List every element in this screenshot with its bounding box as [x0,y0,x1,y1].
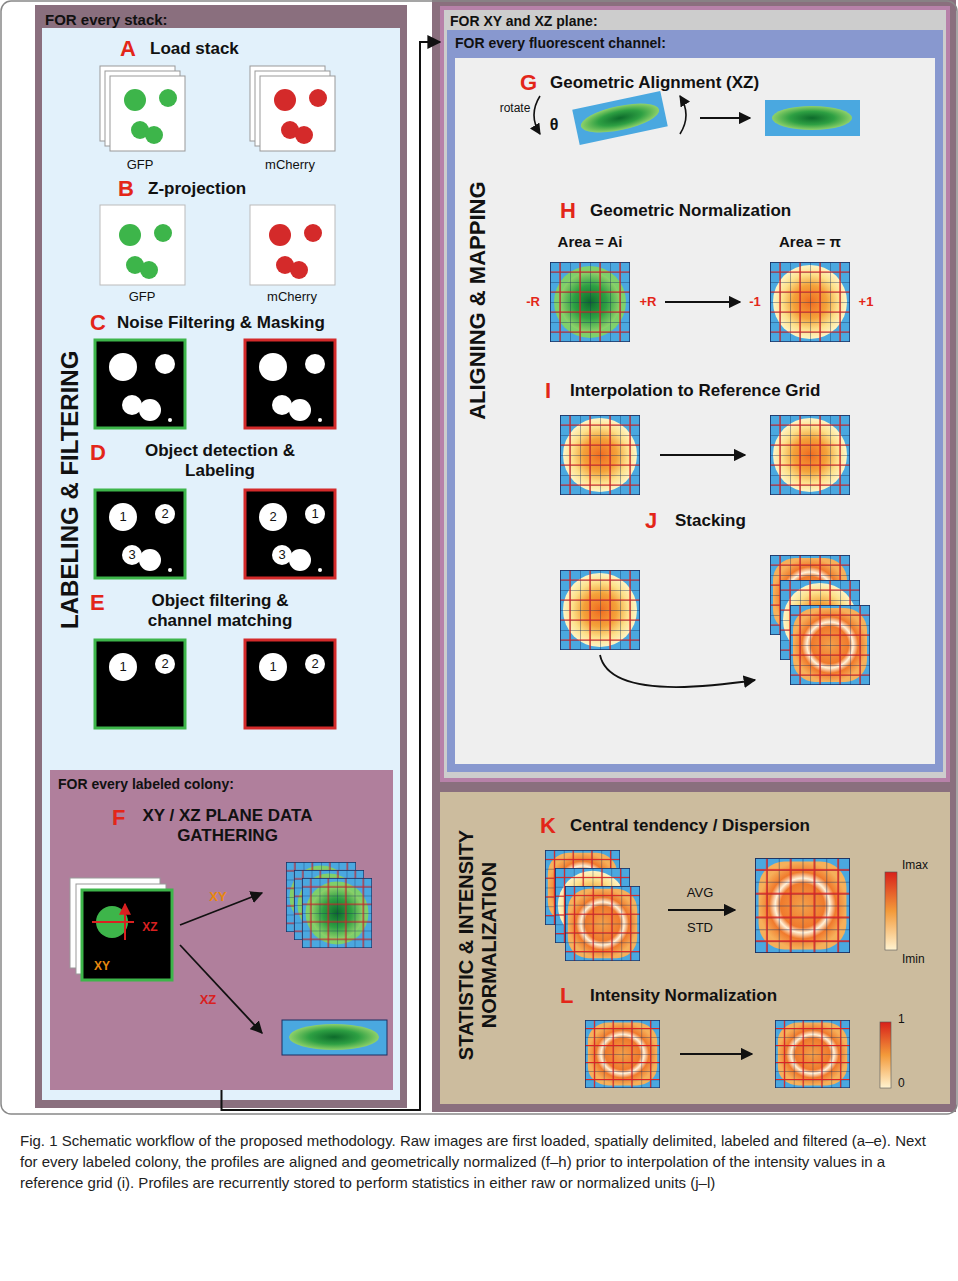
step-letter: J [645,508,657,534]
annotation: XZ [142,920,157,934]
annotation: 2 [161,656,168,671]
step-title: Geometric Alignment (XZ) [550,73,759,93]
annotation: 3 [128,547,135,562]
annotation: mCherry [267,289,317,304]
step-title: Load stack [150,39,239,59]
annotation: GFP [127,157,154,172]
step-title: Central tendency / Dispersion [570,816,810,836]
annotation: -R [526,294,540,309]
right-frame [432,0,956,1112]
outer-border [1,1,957,1114]
annotation: mCherry [265,157,315,172]
step-title: Intensity Normalization [590,986,777,1006]
annotation: XZ [200,992,217,1007]
annotation: +1 [859,294,874,309]
step-title: Geometric Normalization [590,201,791,221]
annotation: 2 [269,509,276,524]
statistics-images [545,850,897,1088]
vertical-title: STATISTIC & INTENSITY NORMALIZATION [455,795,501,1095]
annotation: Area = π [779,233,841,251]
step-letter: D [90,440,106,466]
projection-images [100,205,335,285]
annotation: 2 [161,506,168,521]
mask-images [95,340,335,728]
alignment-images [534,91,860,145]
annotation: AVG [687,885,714,900]
annotation: GFP [129,289,156,304]
step-title: Object filtering & channel matching [120,591,320,631]
step-title: Noise Filtering & Masking [117,313,325,333]
annotation: XY [209,889,226,904]
step-letter: H [560,198,576,224]
step-letter: E [90,590,105,616]
step-letter: L [560,983,573,1009]
figure-caption: Fig. 1 Schematic workflow of the propose… [20,1130,938,1193]
loop-heading: FOR XY and XZ plane: [450,13,598,30]
step-letter: F [112,805,125,831]
gathering-images [70,862,387,1055]
annotation: 3 [278,547,285,562]
grid-images [550,262,870,687]
stack-images [100,66,335,151]
step-title: Interpolation to Reference Grid [570,381,820,401]
step-title: Object detection & Labeling [120,441,320,481]
annotation: 1 [119,509,126,524]
annotation: rotate [500,101,531,115]
step-letter: K [540,813,556,839]
statistics-panel: STATISTIC & INTENSITY NORMALIZATION [440,792,950,1104]
step-letter: A [120,36,136,62]
step-letter: B [118,176,134,202]
annotation: +R [640,294,657,309]
channel-loop-panel: FOR every fluorescent channel: ALIGNING &… [447,30,943,772]
annotation: XY [94,959,110,973]
vertical-title: ALIGNING & MAPPING [465,155,490,445]
step-letter: I [545,378,551,404]
step-letter: G [520,70,537,96]
annotation: STD [687,920,713,935]
step-letter: C [90,310,106,336]
annotation: Imax [902,858,928,872]
loop-heading: FOR every fluorescent channel: [455,35,666,52]
step-title: Z-projection [148,179,246,199]
annotation: 0 [898,1076,905,1090]
annotation: 1 [898,1012,905,1026]
step-title: Stacking [675,511,746,531]
aligning-panel: ALIGNING & MAPPING [455,58,935,764]
annotation: Area = Ai [558,233,623,251]
flow-arrow [222,42,441,1110]
loop-heading: FOR every labeled colony: [58,776,234,793]
annotation: Imin [902,952,925,966]
annotation: 1 [119,659,126,674]
annotation: 1 [269,659,276,674]
annotation: 1 [311,506,318,521]
loop-heading: FOR every stack: [45,11,168,29]
annotation: -1 [749,294,761,309]
step-title: XY / XZ PLANE DATA GATHERING [140,806,315,846]
annotation: 2 [311,656,318,671]
annotation: θ [550,116,559,135]
stack-loop-panel: FOR every stack: LABELING & FILTERING FOR … [35,5,407,1108]
vertical-title: LABELING & FILTERING [56,330,84,650]
